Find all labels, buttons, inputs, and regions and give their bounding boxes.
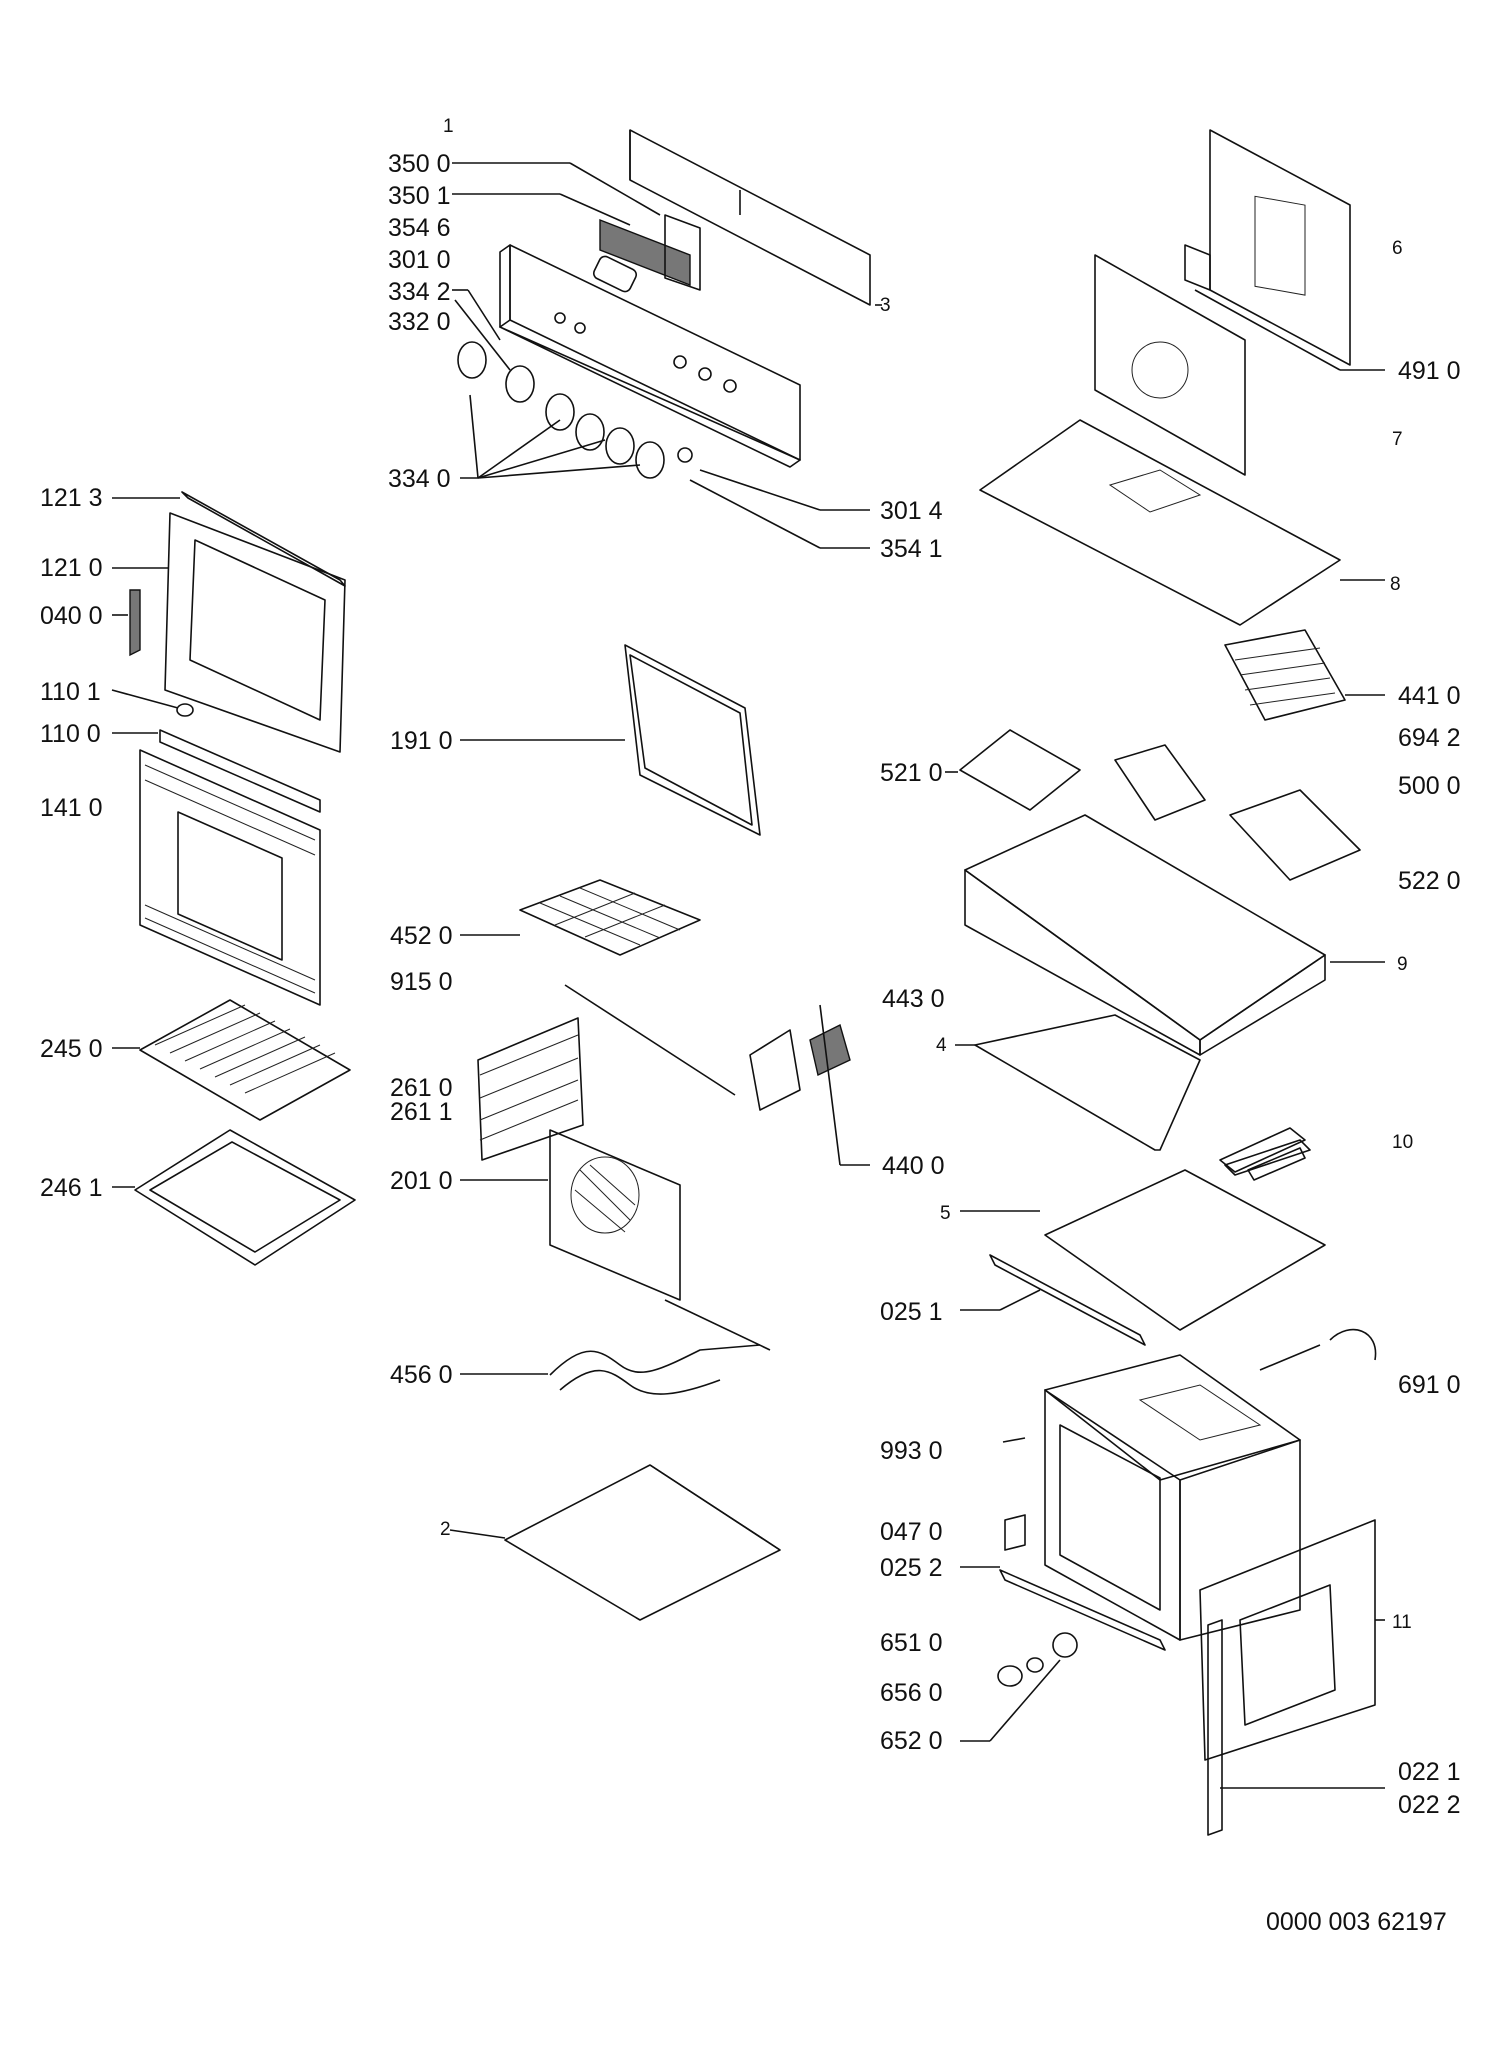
label-11: 11 — [1392, 1612, 1412, 1633]
label-334-0: 334 0 — [388, 465, 451, 493]
label-915-0: 915 0 — [390, 968, 453, 996]
label-3: 3 — [880, 295, 891, 316]
heating-element — [460, 1299, 771, 1395]
hinge-rail — [1207, 1619, 1385, 1836]
label-040-0: 040 0 — [40, 602, 103, 630]
label-491-0: 491 0 — [1398, 357, 1461, 385]
label-025-1: 025 1 — [880, 1298, 943, 1326]
label-191-0: 191 0 — [390, 727, 453, 755]
sensor-probe — [1259, 1328, 1377, 1371]
label-110-1: 110 1 — [40, 678, 101, 706]
part-labels: 1 350 0 350 1 354 6 301 0 334 2 332 0 33… — [40, 116, 1461, 1936]
label-261-0: 261 0 — [390, 1074, 453, 1102]
label-452-0: 452 0 — [390, 922, 453, 950]
label-334-2: 334 2 — [388, 278, 451, 306]
rear-mounting-plate — [1094, 244, 1246, 476]
cross-brace — [955, 1014, 1201, 1151]
label-301-4: 301 4 — [880, 497, 943, 525]
label-025-2: 025 2 — [880, 1554, 943, 1582]
oven-cavity — [1044, 1354, 1301, 1641]
label-4: 4 — [936, 1035, 947, 1056]
door-frame-right — [1199, 1519, 1385, 1761]
label-691-0: 691 0 — [1398, 1371, 1461, 1399]
label-7: 7 — [1392, 429, 1403, 450]
label-694-2: 694 2 — [1398, 724, 1461, 752]
component-691 — [1247, 1147, 1306, 1181]
door-assembly — [111, 491, 346, 1006]
electronic-modules — [945, 729, 1361, 881]
label-2: 2 — [440, 1519, 451, 1540]
label-456-0: 456 0 — [390, 1361, 453, 1389]
label-350-1: 350 1 — [388, 182, 451, 210]
component-10 — [1219, 1127, 1306, 1173]
label-141-0: 141 0 — [40, 794, 103, 822]
side-rails — [477, 1017, 584, 1161]
control-panel-assembly — [452, 129, 882, 549]
label-656-0: 656 0 — [880, 1679, 943, 1707]
rear-cover — [1194, 129, 1385, 371]
label-440-0: 440 0 — [882, 1152, 945, 1180]
lamp-parts — [960, 1437, 1166, 1742]
label-261-1: 261 1 — [390, 1098, 453, 1126]
label-652-0: 652 0 — [880, 1727, 943, 1755]
label-500-0: 500 0 — [1398, 772, 1461, 800]
glass-panel — [460, 644, 761, 836]
label-201-0: 201 0 — [390, 1167, 453, 1195]
label-246-1: 246 1 — [40, 1174, 103, 1202]
label-5: 5 — [940, 1203, 951, 1224]
label-1: 1 — [443, 116, 454, 137]
label-121-0: 121 0 — [40, 554, 103, 582]
label-443-0: 443 0 — [882, 985, 945, 1013]
label-047-0: 047 0 — [880, 1518, 943, 1546]
label-522-0: 522 0 — [1398, 867, 1461, 895]
label-354-1: 354 1 — [880, 535, 943, 563]
label-9: 9 — [1397, 954, 1408, 975]
label-350-0: 350 0 — [388, 150, 451, 178]
label-6: 6 — [1392, 238, 1403, 259]
document-number: 0000 003 62197 — [1266, 1908, 1447, 1936]
base-plate — [960, 1139, 1326, 1346]
top-cover — [979, 419, 1385, 626]
rear-panel-fan-cover — [460, 1129, 681, 1301]
label-332-0: 332 0 — [388, 308, 451, 336]
label-022-1: 022 1 — [1398, 1758, 1461, 1786]
label-10: 10 — [1392, 1132, 1413, 1153]
bottom-plate — [449, 1464, 781, 1621]
label-245-0: 245 0 — [40, 1035, 103, 1063]
fan-motor — [749, 1004, 870, 1166]
label-301-0: 301 0 — [388, 246, 451, 274]
tangential-fan — [1224, 629, 1385, 721]
label-993-0: 993 0 — [880, 1437, 943, 1465]
grill-grid — [460, 879, 736, 1096]
label-8: 8 — [1390, 574, 1401, 595]
oven-rack — [112, 999, 351, 1121]
label-022-2: 022 2 — [1398, 1791, 1461, 1819]
label-110-0: 110 0 — [40, 720, 101, 748]
chassis-frame — [964, 814, 1385, 1056]
label-441-0: 441 0 — [1398, 682, 1461, 710]
baking-tray — [112, 1129, 356, 1266]
label-121-3: 121 3 — [40, 484, 103, 512]
label-354-6: 354 6 — [388, 214, 451, 242]
label-651-0: 651 0 — [880, 1629, 943, 1657]
label-521-0: 521 0 — [880, 759, 943, 787]
